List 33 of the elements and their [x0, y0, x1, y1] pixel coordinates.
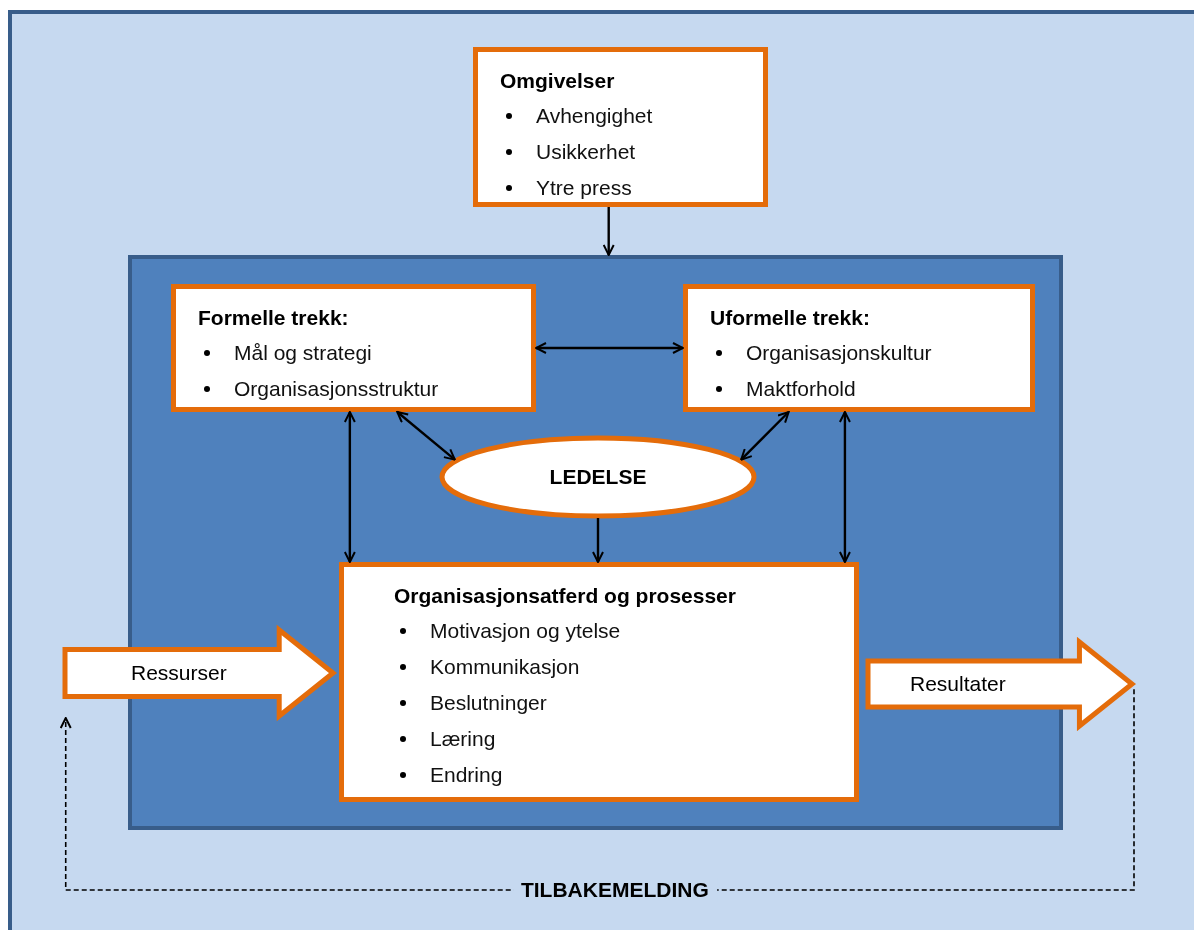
environment-box — [473, 47, 768, 207]
arrow — [343, 411, 356, 563]
bullet-item: Maktforhold — [710, 371, 1014, 407]
arrow — [740, 411, 790, 461]
bullet-item: Usikkerhet — [500, 134, 747, 170]
bullet-item: Ytre press — [500, 170, 747, 206]
arrow — [535, 342, 684, 354]
bullet-item: Motivasjon og ytelse — [394, 613, 838, 649]
behavior-process-box — [339, 562, 859, 802]
bullet-item: Kommunikasjon — [394, 649, 838, 685]
bullet-item: Organisasjonskultur — [710, 335, 1014, 371]
node-label: LEDELSE — [549, 465, 647, 489]
bullet-item: Beslutninger — [394, 685, 838, 721]
arrow-label: Ressurser — [131, 661, 227, 685]
arrow-label: Resultater — [910, 672, 1006, 696]
leadership-ellipse — [440, 436, 756, 518]
bullet-item: Læring — [394, 721, 838, 757]
bullet-item: Organisasjonsstruktur — [198, 371, 515, 407]
arrow — [838, 411, 851, 563]
informal-features-box — [683, 284, 1035, 412]
box-heading: Uformelle trekk: — [710, 305, 871, 331]
arrow — [602, 207, 615, 256]
arrow — [592, 518, 604, 563]
box-heading: Formelle trekk: — [198, 305, 350, 331]
organization-panel — [128, 255, 1063, 830]
bullet-item: Mål og strategi — [198, 335, 515, 371]
bullet-item: Endring — [394, 757, 838, 793]
formal-features-box — [171, 284, 536, 412]
results-block-arrow — [866, 640, 1134, 728]
box-heading: Omgivelser — [500, 68, 616, 94]
box-heading: Organisasjonsatferd og prosesser — [394, 583, 737, 609]
arrow — [396, 411, 456, 461]
bullet-item: Avhengighet — [500, 98, 747, 134]
